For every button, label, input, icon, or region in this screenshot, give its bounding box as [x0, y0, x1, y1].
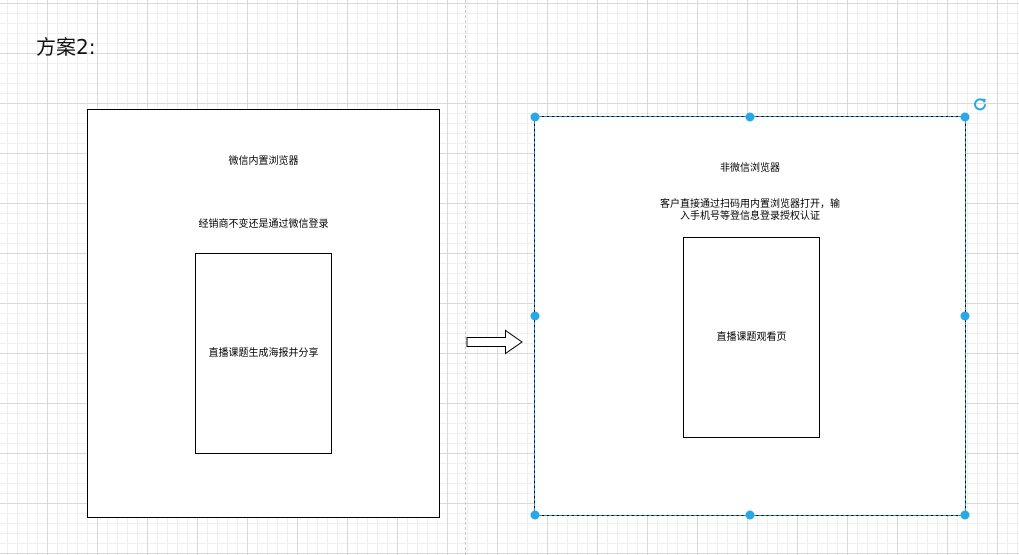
- right-panel-description-line-2: 入手机号等登信息登录授权认证: [680, 211, 820, 222]
- arrow-right-icon[interactable]: [466, 329, 524, 355]
- right-panel-description-line-1: 客户直接通过扫码用内置浏览器打开，输: [660, 199, 840, 210]
- page-title: 方案2:: [36, 35, 96, 59]
- page-divider: [465, 0, 466, 555]
- left-inner-box-label: 直播课题生成海报并分享: [208, 347, 319, 359]
- left-panel-title: 微信内置浏览器: [228, 156, 299, 167]
- left-panel-subtitle: 经销商不变还是通过微信登录: [198, 219, 329, 230]
- right-panel-title: 非微信浏览器: [720, 163, 780, 174]
- right-panel-description: 客户直接通过扫码用内置浏览器打开，输 入手机号等登信息登录授权认证: [535, 199, 965, 223]
- right-inner-box[interactable]: 直播课题观看页: [683, 237, 820, 438]
- left-inner-box[interactable]: 直播课题生成海报并分享: [195, 253, 332, 454]
- right-inner-box-label: 直播课题观看页: [716, 331, 787, 343]
- rotate-handle-icon[interactable]: [973, 97, 987, 111]
